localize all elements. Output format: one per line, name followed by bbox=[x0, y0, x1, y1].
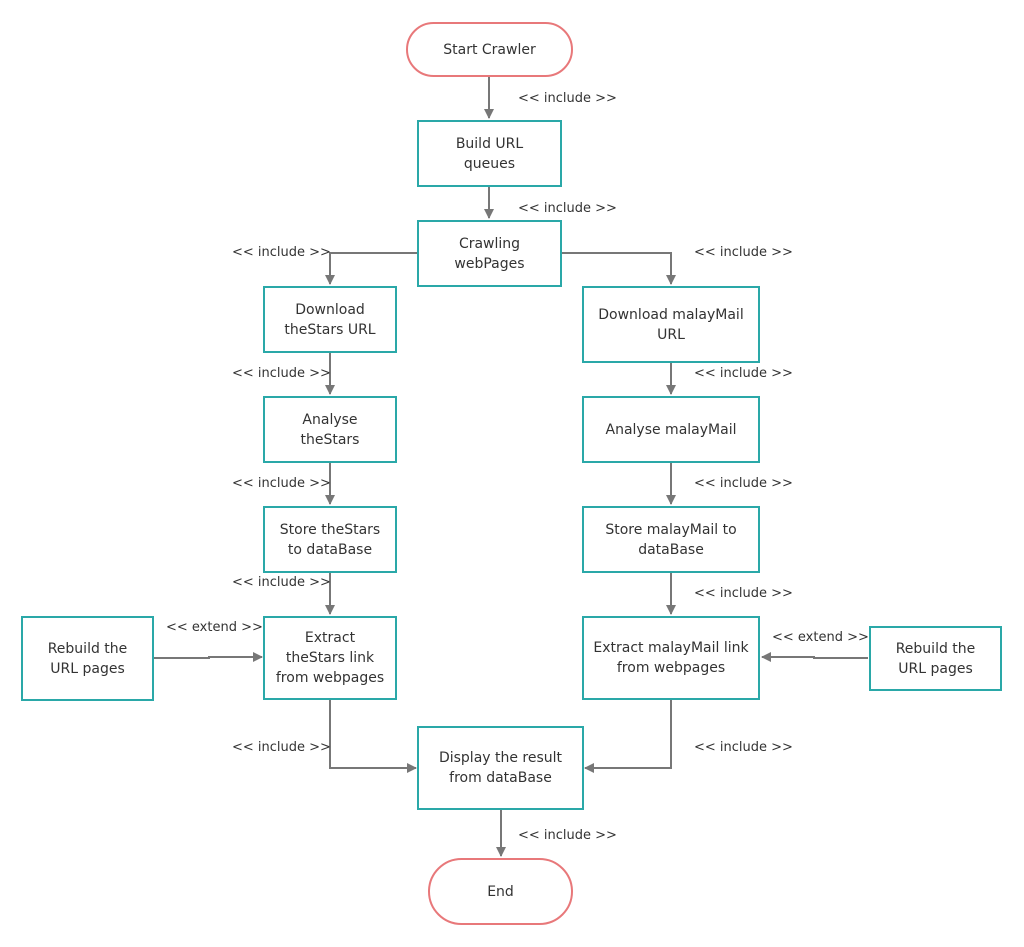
analyse-malaymail-node: Analyse malayMail bbox=[582, 396, 760, 463]
include-label-analyse-stars: << include >> bbox=[232, 366, 331, 381]
arrow-extract-stars-to-display bbox=[329, 700, 417, 773]
start-crawler-node: Start Crawler bbox=[406, 22, 573, 77]
arrow-crawling-to-download-stars bbox=[325, 252, 418, 285]
include-label-display-right: << include >> bbox=[694, 740, 793, 755]
build-url-queues-node: Build URL queues bbox=[417, 120, 562, 187]
include-label-store-malay: << include >> bbox=[694, 476, 793, 491]
extend-label-left: << extend >> bbox=[166, 620, 263, 635]
arrow-rebuild-to-extract-stars bbox=[154, 652, 263, 662]
analyse-thestars-node: Analyse theStars bbox=[263, 396, 397, 463]
include-label-build: << include >> bbox=[518, 91, 617, 106]
include-label-download-malay: << include >> bbox=[694, 245, 793, 260]
crawling-webpages-node: Crawling webPages bbox=[417, 220, 562, 287]
include-label-display-left: << include >> bbox=[232, 740, 331, 755]
include-label-download-stars: << include >> bbox=[232, 245, 331, 260]
extend-label-right: << extend >> bbox=[772, 630, 869, 645]
arrow-extract-malay-to-display bbox=[584, 700, 672, 773]
include-label-end: << include >> bbox=[518, 828, 617, 843]
store-malaymail-node: Store malayMail to dataBase bbox=[582, 506, 760, 573]
store-thestars-node: Store theStars to dataBase bbox=[263, 506, 397, 573]
rebuild-url-pages-left-node: Rebuild the URL pages bbox=[21, 616, 154, 701]
extract-malaymail-node: Extract malayMail link from webpages bbox=[582, 616, 760, 700]
include-label-store-stars: << include >> bbox=[232, 476, 331, 491]
download-malaymail-node: Download malayMail URL bbox=[582, 286, 760, 363]
arrow-rebuild-to-extract-malay bbox=[761, 652, 868, 662]
extract-thestars-node: Extract theStars link from webpages bbox=[263, 616, 397, 700]
download-thestars-node: Download theStars URL bbox=[263, 286, 397, 353]
rebuild-url-pages-right-node: Rebuild the URL pages bbox=[869, 626, 1002, 691]
include-label-extract-stars: << include >> bbox=[232, 575, 331, 590]
end-node: End bbox=[428, 858, 573, 925]
include-label-analyse-malay: << include >> bbox=[694, 366, 793, 381]
arrow-crawling-to-download-malay bbox=[562, 252, 676, 285]
include-label-crawling: << include >> bbox=[518, 201, 617, 216]
display-result-node: Display the result from dataBase bbox=[417, 726, 584, 810]
include-label-extract-malay: << include >> bbox=[694, 586, 793, 601]
